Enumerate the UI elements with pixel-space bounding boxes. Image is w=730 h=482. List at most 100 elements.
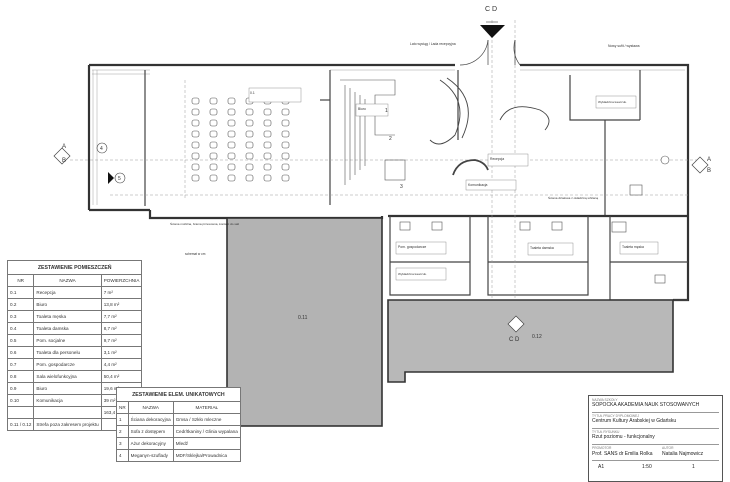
rooms_table-cell: Toaleta męska xyxy=(33,310,102,323)
room-label-0-8: 0.1 xyxy=(250,91,255,95)
elements-col-name: NAZWA xyxy=(127,401,174,414)
rooms_table-cell: Biuro xyxy=(33,298,102,311)
tb-sheet: TYTUŁ RYSUNKU Rzut poziomu - funkcjonaln… xyxy=(592,430,719,445)
annotation-window: Ściana działowa z okładziną szklaną xyxy=(548,195,598,200)
chair xyxy=(281,141,290,149)
chair xyxy=(191,174,200,182)
rooms_table-cell: 3,1 m² xyxy=(100,346,143,359)
rooms_table-cell: 0.8 xyxy=(6,370,35,383)
chair xyxy=(281,130,290,138)
chair xyxy=(263,163,272,171)
rooms_table-cell: Toaleta dla personelu xyxy=(33,346,102,359)
element-number-2: 2 xyxy=(389,136,392,142)
elements_table-cell: 1 xyxy=(116,413,129,426)
elements_table-cell: Ażur dekoracyjny xyxy=(127,437,174,450)
auditorium-seating xyxy=(191,97,290,182)
chair xyxy=(263,152,272,160)
section-marker-bottom: C D xyxy=(507,315,525,343)
rooms_table-cell: 4,4 m² xyxy=(100,358,143,371)
elements_table-cell: 4 xyxy=(116,449,129,462)
tb-school: NAZWA SZKOŁY SOPOCKA AKADEMIA NAUK STOSO… xyxy=(592,398,719,413)
svg-text:5: 5 xyxy=(118,176,121,182)
rooms_table-cell: Biuro xyxy=(33,382,102,395)
chair xyxy=(263,141,272,149)
rooms_table-cell: 0.3 xyxy=(6,310,35,323)
elements_table-cell: Cedr/tkaniny / Glinia wypalana xyxy=(172,425,241,438)
section-marker-top: C D xyxy=(480,6,505,38)
svg-text:C D: C D xyxy=(509,337,520,343)
unique-elements-table: ZESTAWIENIE ELEM. UNIKATOWYCH NR NAZWA M… xyxy=(116,387,241,462)
rooms_table-cell: 0.4 xyxy=(6,322,35,335)
elements-col-material: MATERIAŁ xyxy=(172,401,241,414)
rooms_table-cell: 0.9 xyxy=(6,382,35,395)
chair xyxy=(227,141,236,149)
rooms_table-cell xyxy=(33,406,102,419)
chair xyxy=(281,152,290,160)
room-label-corridor: Komunikacja xyxy=(468,183,488,187)
grid-bubble-5: 5 xyxy=(114,172,126,184)
rooms_table-cell: 0.2 xyxy=(6,298,35,311)
chair xyxy=(245,163,254,171)
chair xyxy=(281,119,290,127)
chair xyxy=(191,119,200,127)
chair xyxy=(209,119,218,127)
elements_table-cell: 2 xyxy=(116,425,129,438)
chair xyxy=(227,119,236,127)
chair xyxy=(209,108,218,116)
title-block: NAZWA SZKOŁY SOPOCKA AKADEMIA NAUK STOSO… xyxy=(588,395,723,482)
rooms_table-cell xyxy=(6,406,35,419)
rooms_table-cell: 0.6 xyxy=(6,346,35,359)
chair xyxy=(209,97,218,105)
section-marker-right: A B xyxy=(691,156,711,174)
entrance-doors xyxy=(459,39,521,66)
rooms_table-cell: 13,8 m² xyxy=(100,298,143,311)
elements_table-cell: MDF/Sklejka/Prowadnica xyxy=(172,449,241,462)
rooms_table-cell: 0.1 xyxy=(6,286,35,299)
chair xyxy=(263,130,272,138)
annotation-ceiling: Nowy sufit / wystawa xyxy=(608,44,640,48)
grid-bubble-4: 4 xyxy=(96,142,108,154)
chair xyxy=(281,163,290,171)
rooms_table-cell: Recepcja xyxy=(33,286,102,299)
chair xyxy=(191,163,200,171)
area-tag-2: Wykładzina kauczuk. xyxy=(598,100,627,104)
tb-meta: A1 1:50 1 xyxy=(598,464,695,470)
big-room-0-12-label: 0.12 xyxy=(532,334,542,340)
rooms_table-cell: 8,7 m² xyxy=(100,322,143,335)
chair xyxy=(245,108,254,116)
tb-people: PROMOTOR AUTOR Prof. SANS dr Emilia Rolk… xyxy=(592,446,719,461)
chair xyxy=(191,97,200,105)
rooms-col-area: POWIERZCHNIA xyxy=(100,274,143,287)
chair xyxy=(263,119,272,127)
elements_table-cell: 3 xyxy=(116,437,129,450)
chair xyxy=(263,174,272,182)
rooms_table-cell: 0.5 xyxy=(6,334,35,347)
chair xyxy=(245,152,254,160)
elements_table-cell: Mledź xyxy=(172,437,241,450)
elements-col-nr: NR xyxy=(116,401,129,414)
rooms_table-cell: 7 m² xyxy=(100,286,143,299)
room-label-boxes xyxy=(248,87,659,281)
svg-text:A: A xyxy=(62,144,66,150)
chair xyxy=(245,130,254,138)
chair xyxy=(209,130,218,138)
rooms-table-title: ZESTAWIENIE POMIESZCZEŃ xyxy=(6,260,143,275)
chair xyxy=(191,108,200,116)
svg-text:C D: C D xyxy=(485,6,497,13)
chair xyxy=(227,97,236,105)
reception-desk xyxy=(429,77,550,176)
big-room-0-11-label: 0.11 xyxy=(298,315,308,321)
elements-table-title: ZESTAWIENIE ELEM. UNIKATOWYCH xyxy=(116,387,241,402)
chair xyxy=(245,119,254,127)
